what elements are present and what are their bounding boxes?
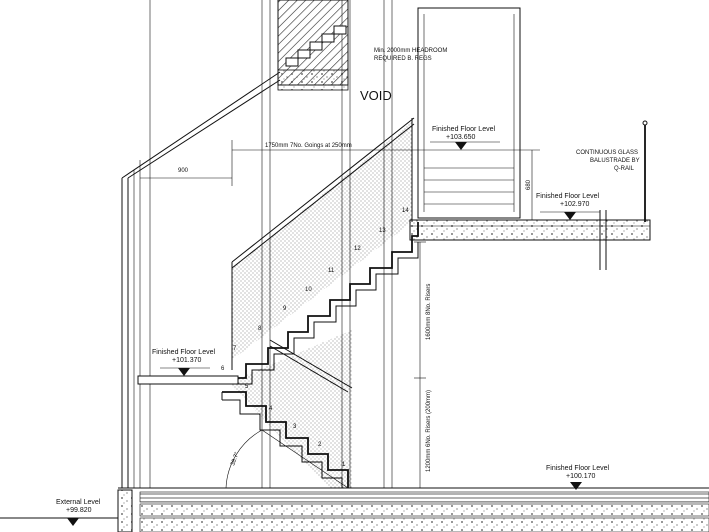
level-top-label: Finished Floor Level xyxy=(432,126,495,133)
level-marker-first: Finished Floor Level +102.970 xyxy=(536,193,600,220)
dimension-lines xyxy=(140,140,540,489)
level-ground-value: +100.170 xyxy=(566,473,595,480)
ground-slab xyxy=(0,487,709,532)
balustrade-note-line-3: Q-RAIL xyxy=(614,166,635,172)
headroom-note-line-1: Min. 2000mm HEADROOM xyxy=(374,48,447,54)
level-marker-external: External Level +99.820 xyxy=(56,499,110,526)
angle-label: 38.7° xyxy=(230,451,241,467)
upper-flight xyxy=(137,222,419,385)
void-label: VOID xyxy=(360,88,392,103)
angle-arc xyxy=(225,429,263,489)
goings-dimension: 1750mm 7No. Goings at 250mm xyxy=(265,143,352,149)
step-number: 8 xyxy=(258,326,262,332)
step-number: 1 xyxy=(342,462,346,468)
step-number: 12 xyxy=(354,246,361,252)
level-top-value: +103.650 xyxy=(446,134,475,141)
balustrade-note-line-1: CONTINUOUS GLASS xyxy=(576,150,638,156)
headroom-note-line-2: REQUIRED B. REGS xyxy=(374,56,432,62)
level-ground-label: Finished Floor Level xyxy=(546,465,609,472)
step-number: 11 xyxy=(328,268,335,274)
upper-wall-section xyxy=(277,0,349,91)
step-number: 9 xyxy=(283,306,287,312)
step-number: 6 xyxy=(221,366,225,372)
dimension-680: 680 xyxy=(526,179,532,190)
step-number: 3 xyxy=(293,424,297,430)
risers-lower-dimension: 1200mm 6No. Risers (200mm) xyxy=(426,390,432,472)
step-number: 14 xyxy=(402,208,409,214)
level-marker-landing: Finished Floor Level +101.370 xyxy=(152,349,215,376)
left-wall xyxy=(121,71,281,500)
step-number: 13 xyxy=(379,228,386,234)
level-first-label: Finished Floor Level xyxy=(536,193,599,200)
level-landing-value: +101.370 xyxy=(172,357,201,364)
balustrade-glass xyxy=(232,122,412,360)
level-marker-ground: Finished Floor Level +100.170 xyxy=(540,465,610,490)
upper-stair-frame xyxy=(417,7,521,219)
level-external-value: +99.820 xyxy=(66,507,92,514)
step-number: 7 xyxy=(233,346,237,352)
balustrade-note-line-2: BALUSTRADE BY xyxy=(590,158,640,164)
level-landing-label: Finished Floor Level xyxy=(152,349,215,356)
level-external-label: External Level xyxy=(56,499,101,506)
step-number: 2 xyxy=(318,442,322,448)
step-number: 5 xyxy=(245,384,249,390)
step-number: 10 xyxy=(305,287,312,293)
risers-upper-dimension: 1600mm 8No. Risers xyxy=(426,284,432,340)
level-first-value: +102.970 xyxy=(560,201,589,208)
level-marker-top: Finished Floor Level +103.650 xyxy=(430,126,500,150)
step-number: 4 xyxy=(269,406,273,412)
first-floor-slab xyxy=(409,120,651,270)
dimension-900: 900 xyxy=(178,168,189,174)
step-numbers: 1 2 3 4 5 6 7 8 9 10 11 12 13 14 xyxy=(221,208,409,468)
lower-flight xyxy=(221,391,349,488)
